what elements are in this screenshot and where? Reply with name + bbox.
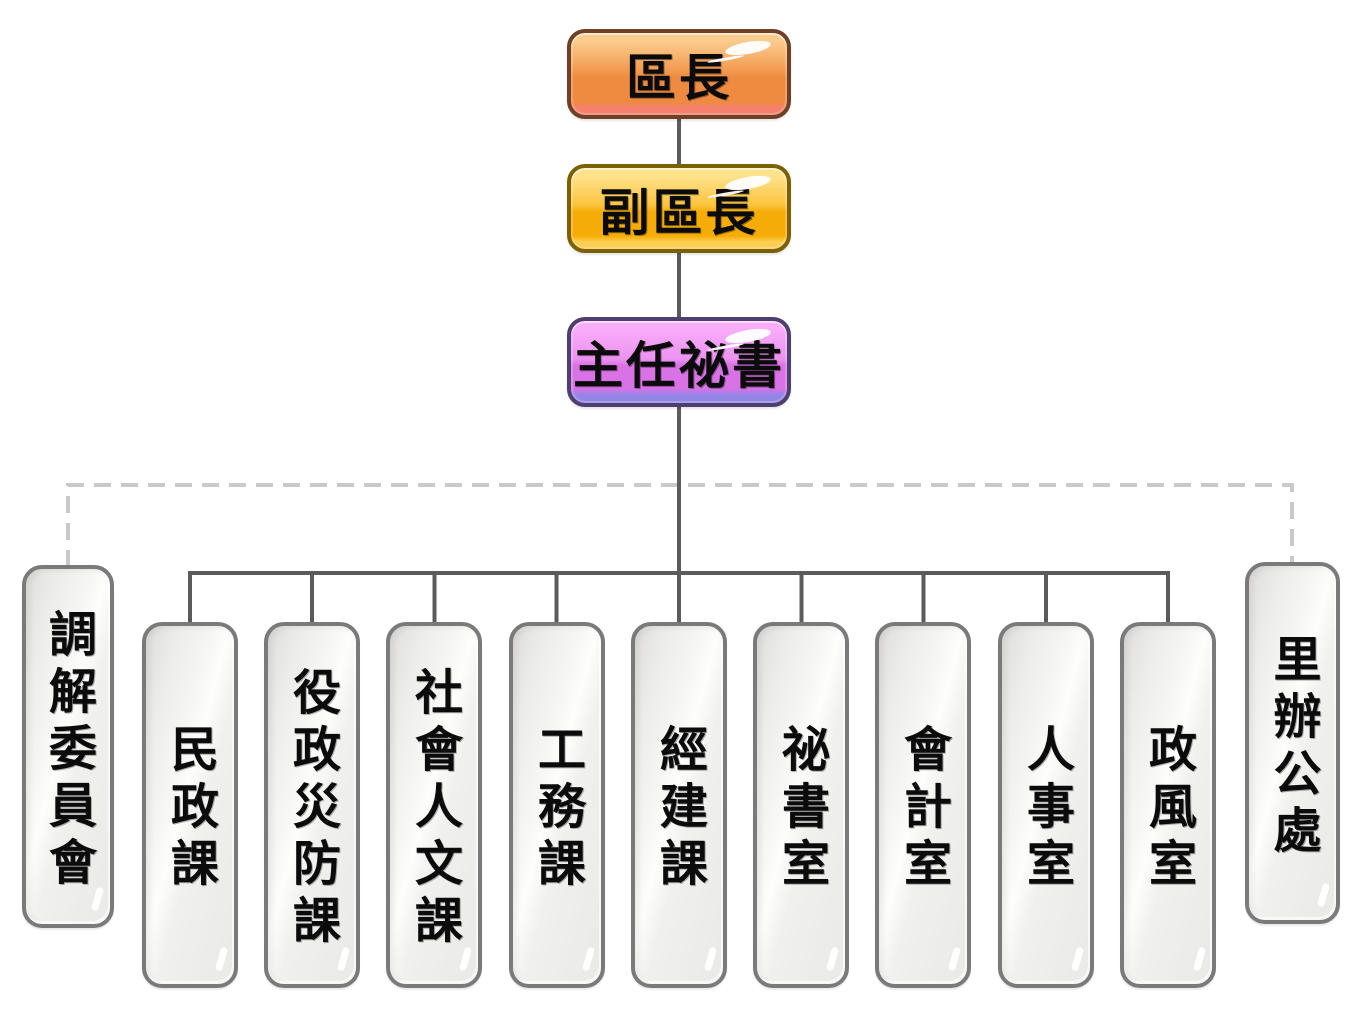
node-label: 民政課 [162,724,218,895]
node-mediation-committee: 調解委員會 [22,565,114,928]
node-label: 役政災防課 [284,667,340,952]
node-label: 經建課 [651,724,707,895]
node-label: 人事室 [1018,724,1074,895]
node-label: 里辦公處 [1264,633,1321,862]
dashed-connector [66,483,1294,567]
node-label: 區長 [626,48,732,107]
node-label: 調解委員會 [40,608,96,894]
node-label: 社會人文課 [406,667,462,952]
node-dept-personnel: 人事室 [998,622,1094,988]
node-dept-public-works: 工務課 [509,622,605,988]
node-deputy-district-chief: 副區長 [567,164,791,253]
node-label: 祕書室 [773,724,829,895]
node-label: 副區長 [599,182,759,242]
node-label: 工務課 [529,724,585,895]
node-dept-ethics: 政風室 [1120,622,1216,988]
node-district-chief: 區長 [567,29,791,119]
node-dept-military-service-disaster-prevention: 役政災防課 [264,622,360,988]
node-dept-accounting: 會計室 [875,622,971,988]
node-label: 主任祕書 [573,336,785,395]
node-label: 政風室 [1140,724,1196,895]
node-dept-civil-affairs: 民政課 [142,622,238,988]
node-village-offices: 里辦公處 [1245,562,1340,924]
node-dept-secretariat: 祕書室 [753,622,849,988]
node-chief-secretary: 主任祕書 [567,317,791,407]
node-label: 會計室 [895,724,951,895]
node-dept-economic-construction: 經建課 [631,622,727,988]
node-dept-social-humanities: 社會人文課 [386,622,482,988]
